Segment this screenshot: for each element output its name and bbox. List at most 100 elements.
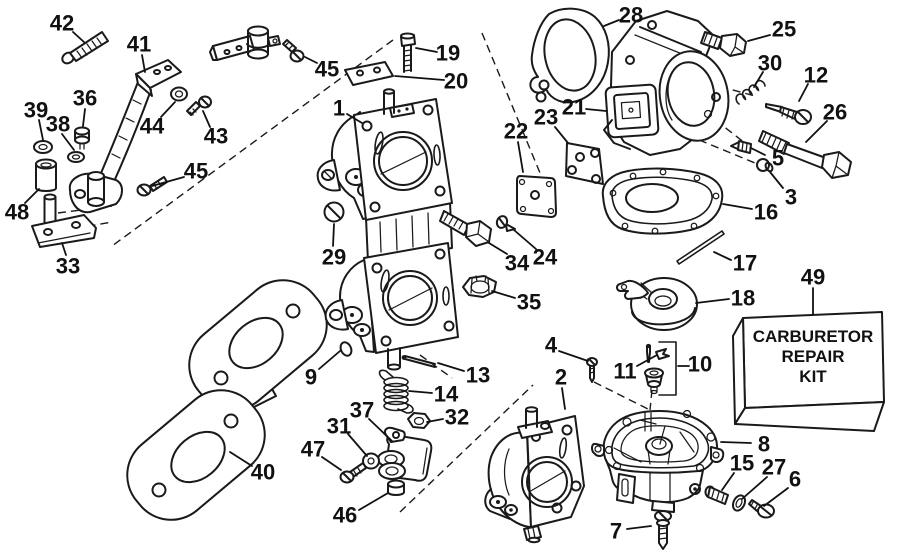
part-32-nut (407, 412, 431, 429)
callout-label-18: 18 (731, 286, 755, 311)
callout-leader-41 (141, 54, 146, 73)
callout-label-2: 2 (555, 365, 567, 390)
callout-leader-17 (713, 251, 732, 261)
callout-label-21: 21 (562, 95, 586, 120)
part-25-bolt (700, 31, 747, 57)
part-1-carburetor-body (316, 88, 459, 371)
callout-leader-16 (722, 203, 753, 210)
part-46-plug (387, 479, 405, 496)
part-11-needle-valve (644, 343, 670, 395)
part-35-locknut (462, 275, 497, 298)
callout-leader-29 (332, 223, 335, 247)
callout-leader-26 (805, 120, 828, 143)
part-6-screw (748, 499, 775, 519)
callout-label-43: 43 (204, 124, 228, 149)
part-7-drain-screw (654, 510, 672, 550)
callout-leader-40 (229, 451, 253, 467)
callout-leader-4 (558, 350, 589, 362)
callout-label-12: 12 (804, 63, 828, 88)
callout-leader-25 (747, 34, 771, 42)
callout-leader-37 (368, 418, 393, 442)
callout-label-29: 29 (322, 245, 346, 270)
callout-label-31: 31 (327, 414, 351, 439)
callout-leader-22 (517, 141, 524, 173)
callout-label-24: 24 (533, 245, 558, 270)
callout-leader-35 (491, 290, 516, 299)
callout-leader-45 (151, 176, 185, 187)
callout-label-45: 45 (184, 159, 208, 184)
callout-label-9: 9 (305, 365, 317, 390)
callout-label-1: 1 (333, 96, 345, 121)
callout-leader-30 (753, 71, 764, 88)
part-27-oring (731, 494, 747, 512)
callout-leader-34 (488, 242, 508, 255)
callout-leader-43 (202, 110, 211, 128)
part-45-screw-upper (282, 39, 305, 63)
callout-leader-44 (160, 101, 176, 118)
part-36-nut (74, 126, 90, 150)
callout-leader-42 (72, 31, 85, 43)
callout-label-33: 33 (56, 254, 80, 279)
callout-leader-21 (585, 108, 607, 112)
callout-label-4: 4 (545, 333, 558, 358)
part-37-cam-follower (377, 426, 433, 482)
callout-label-19: 19 (436, 41, 460, 66)
part-2-carburetor-body (484, 406, 585, 544)
callout-label-34: 34 (505, 251, 530, 276)
callout-label-47: 47 (301, 437, 325, 462)
part-5-jet (730, 140, 752, 154)
callout-leader-27 (741, 476, 768, 500)
part-16-bowl-gasket (601, 167, 724, 235)
callout-label-5: 5 (772, 146, 784, 171)
callout-label-28: 28 (619, 3, 643, 28)
callout-leader-2 (561, 387, 566, 410)
part-34-bolt (439, 210, 492, 247)
callout-label-39: 39 (24, 98, 48, 123)
part-33-bracket-assembly (31, 158, 97, 248)
part-47-screw (339, 462, 367, 484)
callout-label-16: 16 (754, 200, 778, 225)
callout-label-44: 44 (140, 114, 165, 139)
part-3-plug (756, 158, 774, 173)
callout-label-22: 22 (504, 119, 528, 144)
part-38-washer (67, 151, 85, 163)
callout-leader-1 (346, 113, 363, 124)
callout-label-11: 11 (613, 359, 636, 384)
part-14-spring (378, 369, 414, 414)
callout-leader-32 (426, 418, 444, 423)
part-8-float-bowl (591, 409, 725, 513)
callout-leader-36 (82, 108, 86, 127)
part-44-washer (170, 86, 188, 102)
part-9-oring (339, 341, 353, 357)
callout-leader-31 (347, 433, 368, 457)
callout-leader-13 (437, 362, 465, 372)
part-4-screw (586, 357, 598, 383)
callout-label-3: 3 (785, 185, 797, 210)
callout-leader-3 (769, 171, 784, 189)
callout-leader-15 (721, 472, 735, 491)
callout-leader-28 (603, 19, 620, 27)
callout-leader-18 (695, 298, 730, 304)
callout-label-37: 37 (350, 398, 374, 423)
part-42-screw (61, 31, 109, 65)
kit-box-line-2: REPAIR (782, 347, 845, 366)
callout-label-32: 32 (445, 405, 469, 430)
callout-label-38: 38 (46, 112, 70, 137)
callout-leader-5 (750, 147, 766, 156)
callout-leader-19 (415, 47, 438, 53)
callout-leader-48 (24, 188, 40, 204)
part-23-plate (565, 142, 604, 185)
part-31-washer (362, 452, 380, 470)
part-10-bracket (658, 341, 677, 396)
part-28-gasket (529, 7, 610, 104)
callout-leader-23 (554, 126, 569, 144)
callout-leader-9 (318, 350, 341, 370)
part-40-mount-gasket (126, 279, 328, 521)
callout-label-46: 46 (333, 503, 357, 528)
callout-label-41: 41 (127, 32, 151, 57)
callout-label-49: 49 (801, 265, 825, 290)
part-39-washer (33, 140, 53, 154)
callout-label-17: 17 (733, 251, 757, 276)
callout-label-45: 45 (315, 57, 339, 82)
